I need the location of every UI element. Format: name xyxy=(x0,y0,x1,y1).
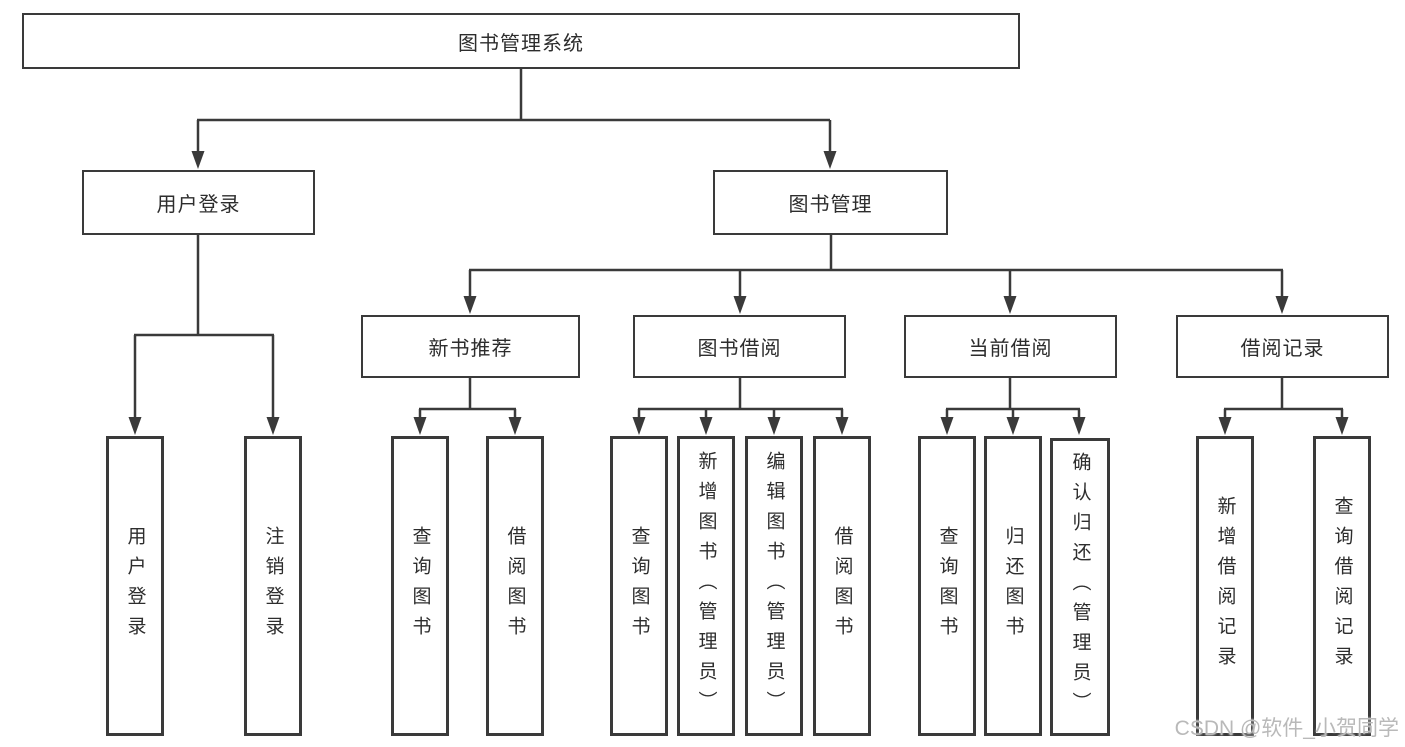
node-label: 借阅记录 xyxy=(1240,338,1325,360)
node-label: 用户登录 xyxy=(156,194,241,216)
node-label: 注销登录 xyxy=(262,526,284,646)
node-label: 查询图书 xyxy=(628,526,650,646)
node-label: 查询图书 xyxy=(936,526,958,646)
node-label: 确认归还（管理员） xyxy=(1069,452,1091,722)
node-user-login: 用户登录 xyxy=(82,170,315,235)
node-label: 借阅图书 xyxy=(504,526,526,646)
leaf-add-borrow-record: 新增借阅记录 xyxy=(1196,436,1254,736)
leaf-query-borrow-record: 查询借阅记录 xyxy=(1313,436,1371,736)
node-label: 查询借阅记录 xyxy=(1331,496,1353,676)
node-label: 新书推荐 xyxy=(428,338,513,360)
leaf-logout: 注销登录 xyxy=(244,436,302,736)
node-current-borrow: 当前借阅 xyxy=(904,315,1117,378)
leaf-query-books-recommend: 查询图书 xyxy=(391,436,449,736)
node-label: 图书管理系统 xyxy=(458,32,584,55)
leaf-edit-book-admin: 编辑图书（管理员） xyxy=(745,436,803,736)
leaf-borrow-books-recommend: 借阅图书 xyxy=(486,436,544,736)
leaf-query-books-borrow: 查询图书 xyxy=(610,436,668,736)
node-label: 借阅图书 xyxy=(831,526,853,646)
node-label: 查询图书 xyxy=(409,526,431,646)
node-label: 当前借阅 xyxy=(968,338,1053,360)
node-label: 图书借阅 xyxy=(697,338,782,360)
leaf-confirm-return-admin: 确认归还（管理员） xyxy=(1050,438,1110,736)
leaf-user-login: 用户登录 xyxy=(106,436,164,736)
node-label: 图书管理 xyxy=(788,194,873,216)
node-label: 新增借阅记录 xyxy=(1214,496,1236,676)
node-label: 新增图书（管理员） xyxy=(695,451,717,721)
arrow-down-icons xyxy=(128,151,1349,435)
node-label: 归还图书 xyxy=(1002,526,1024,646)
node-new-book-recommend: 新书推荐 xyxy=(361,315,580,378)
node-book-borrow: 图书借阅 xyxy=(633,315,846,378)
csdn-watermark: CSDN @软件_小贺同学 xyxy=(1174,717,1399,740)
leaf-return-book: 归还图书 xyxy=(984,436,1042,736)
leaf-borrow-books: 借阅图书 xyxy=(813,436,871,736)
node-borrow-records: 借阅记录 xyxy=(1176,315,1389,378)
node-label: 用户登录 xyxy=(124,526,146,646)
leaf-add-book-admin: 新增图书（管理员） xyxy=(677,436,735,736)
node-book-management: 图书管理 xyxy=(713,170,948,235)
node-label: 编辑图书（管理员） xyxy=(763,451,785,721)
leaf-query-books-current: 查询图书 xyxy=(918,436,976,736)
node-library-management-system: 图书管理系统 xyxy=(22,13,1020,69)
